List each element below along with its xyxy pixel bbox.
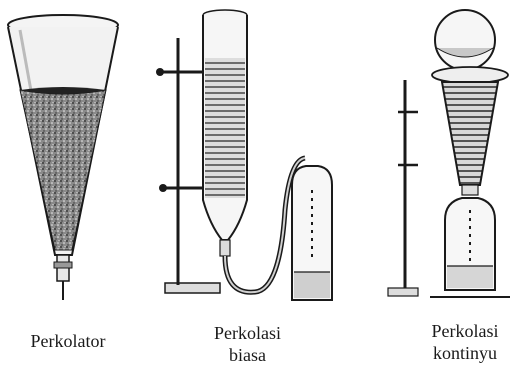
caption-continuous-percolation-line1: Perkolasi (410, 320, 520, 342)
caption-simple-percolation: Perkolasi biasa (200, 322, 295, 366)
caption-continuous-percolation-line2: kontinyu (410, 342, 520, 364)
simple-percolation-apparatus (156, 10, 332, 300)
stand-base (165, 283, 220, 293)
percolator-powder (20, 90, 106, 250)
caption-percolator-line1: Perkolator (8, 330, 128, 352)
caption-simple-percolation-line2: biasa (200, 344, 295, 366)
caption-simple-percolation-line1: Perkolasi (200, 322, 295, 344)
percolator-apparatus (8, 15, 118, 300)
caption-percolator: Perkolator (8, 330, 128, 352)
extraction-chamber (442, 82, 498, 185)
caption-continuous-percolation: Perkolasi kontinyu (410, 320, 520, 364)
condenser-flask (435, 10, 495, 70)
continuous-percolation-apparatus (388, 10, 510, 297)
